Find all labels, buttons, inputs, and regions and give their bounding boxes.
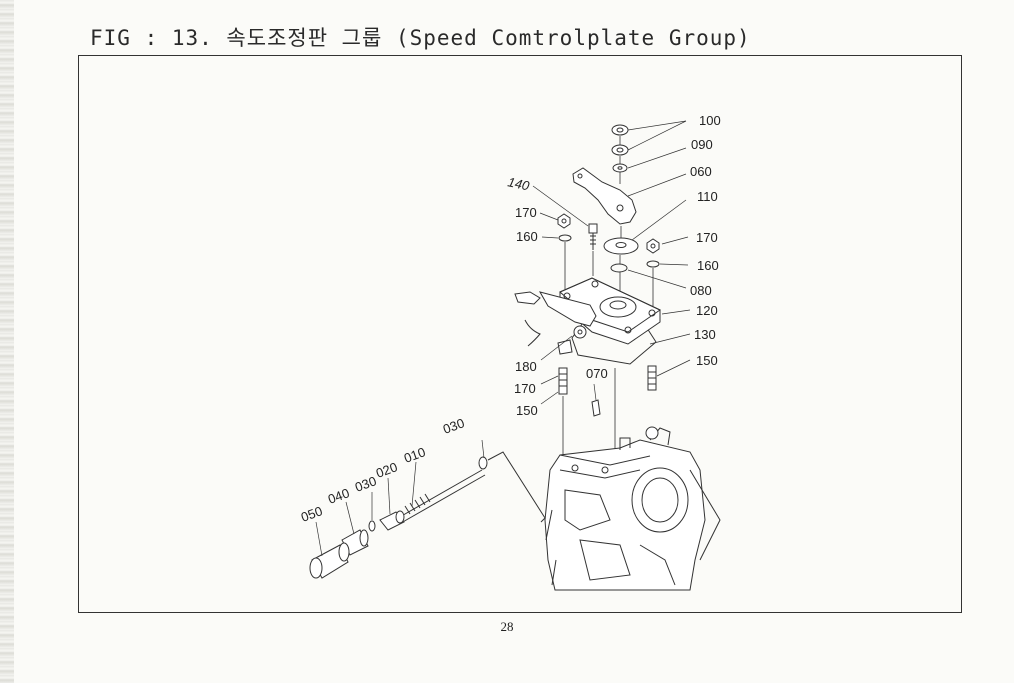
scan-edge <box>0 0 14 683</box>
label-040: 040 <box>326 485 352 507</box>
label-170-right: 170 <box>696 230 718 245</box>
washer-160-left <box>558 234 572 242</box>
label-110: 110 <box>697 189 718 204</box>
washer-030-lower <box>368 520 376 532</box>
label-030-upper: 030 <box>441 415 467 437</box>
key-070 <box>591 399 601 417</box>
stud-150-right <box>647 365 657 391</box>
shaft-lever-180 <box>514 291 597 355</box>
label-130: 130 <box>694 327 716 342</box>
label-050: 050 <box>299 503 325 525</box>
label-170-upper-left: 170 <box>515 205 537 220</box>
bolt-140 <box>588 223 598 250</box>
figure-title: FIG : 13. 속도조정판 그룹 (Speed Comtrolplate G… <box>90 26 751 50</box>
label-080: 080 <box>690 283 712 298</box>
figure-frame <box>78 55 962 613</box>
label-160-right: 160 <box>697 258 719 273</box>
nut-170-left <box>557 213 571 229</box>
label-010: 010 <box>402 444 428 466</box>
shaft-010 <box>397 469 486 524</box>
lever-060 <box>572 167 637 225</box>
label-070: 070 <box>586 366 608 381</box>
label-180: 180 <box>515 359 537 374</box>
o-ring-080 <box>610 263 628 273</box>
nut-170-right <box>646 238 660 254</box>
nut-100-lower <box>611 144 629 156</box>
page-number: 28 <box>500 619 514 634</box>
part-labels: 100 090 060 110 170 160 080 120 130 150 … <box>299 113 721 525</box>
label-140: 140 <box>506 174 531 193</box>
engine-housing <box>544 426 721 591</box>
label-160-left: 160 <box>516 229 538 244</box>
label-150-left: 150 <box>516 403 538 418</box>
label-030-lower: 030 <box>353 473 379 495</box>
connection-line-030 <box>487 451 546 523</box>
washer-090 <box>612 163 628 173</box>
washer-160-right <box>646 260 660 268</box>
label-150-right: 150 <box>696 353 718 368</box>
cap-050 <box>309 542 350 579</box>
washer-030-upper <box>478 456 488 470</box>
label-060: 060 <box>690 164 712 179</box>
label-120: 120 <box>696 303 718 318</box>
spring-clip <box>524 319 541 347</box>
washer-110 <box>603 237 639 255</box>
stud-150-left <box>558 367 568 395</box>
label-100: 100 <box>699 113 721 128</box>
label-090: 090 <box>691 137 713 152</box>
nut-100-upper <box>611 124 629 136</box>
bushing-020 <box>379 510 405 531</box>
label-170-lower-left: 170 <box>514 381 536 396</box>
label-020: 020 <box>374 459 400 481</box>
